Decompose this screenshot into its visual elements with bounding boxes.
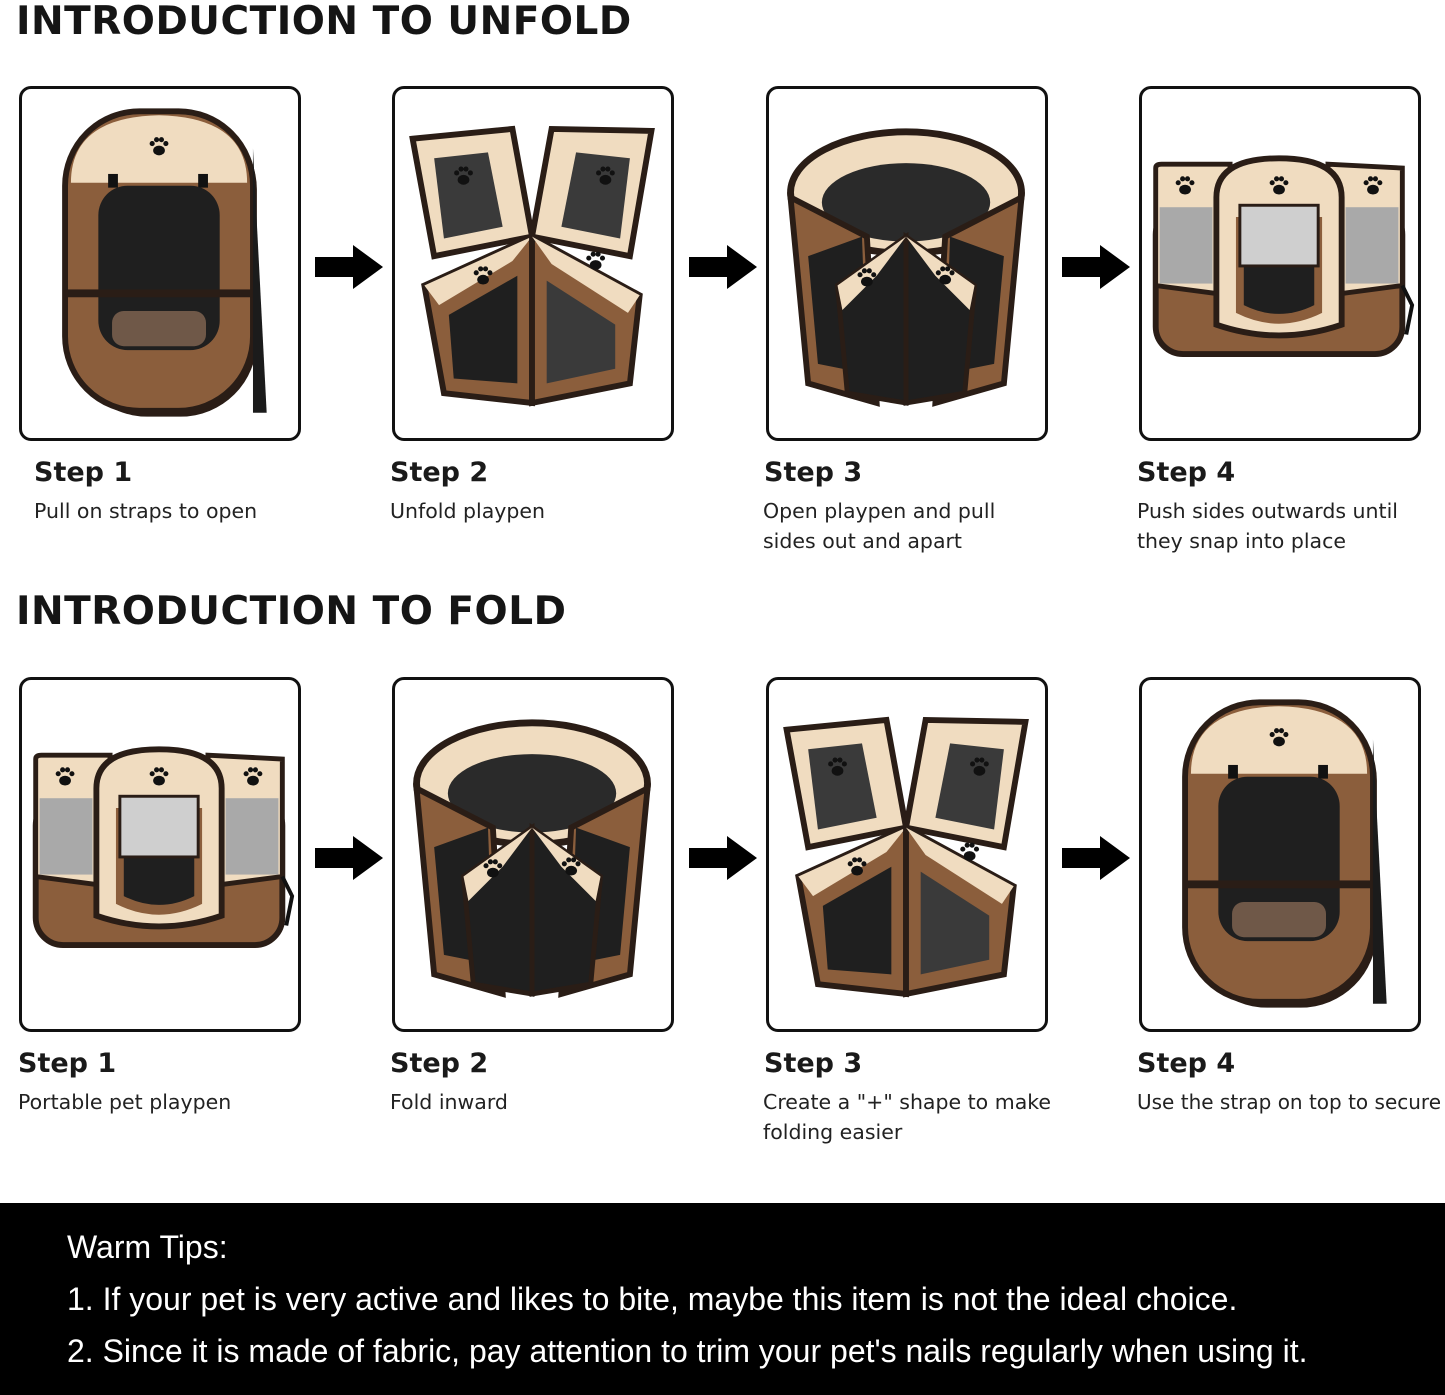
unfold-step4-image [1139,86,1421,441]
fold-step2-desc: Fold inward [390,1090,508,1114]
unfold-step2-desc: Unfold playpen [390,499,546,523]
unfold-title: INTRODUCTION TO UNFOLD [16,0,632,44]
arrow-right-icon [315,836,383,880]
arrow-right-icon [315,245,383,289]
fold-step2-title: Step 2 [390,1048,489,1079]
warm-tip-1: 1. If your pet is very active and likes … [67,1281,1238,1317]
fold-step2-image [392,677,674,1032]
unfold-step3-image [766,86,1048,441]
unfold-step1-desc: Pull on straps to open [34,499,258,523]
unfold-step2-image [392,86,674,441]
fold-step1-image [19,677,301,1032]
warm-tips-banner: Warm Tips: 1. If your pet is very active… [0,1203,1445,1395]
unfold-step2-title: Step 2 [390,457,489,488]
fold-title: INTRODUCTION TO FOLD [16,589,567,634]
unfold-step1-image [19,86,301,441]
fold-step4-image [1139,677,1421,1032]
warm-tip-2: 2. Since it is made of fabric, pay atten… [67,1333,1308,1369]
fold-step1-desc: Portable pet playpen [18,1090,232,1114]
arrow-right-icon [689,245,757,289]
fold-step3-image [766,677,1048,1032]
fold-step4-desc: Use the strap on top to secure [1137,1090,1442,1114]
arrow-right-icon [1062,245,1130,289]
arrow-right-icon [689,836,757,880]
fold-step3-title: Step 3 [764,1048,863,1079]
unfold-step3-title: Step 3 [764,457,863,488]
warm-tips-heading: Warm Tips: [67,1229,228,1265]
unfold-step1-title: Step 1 [34,457,133,488]
unfold-step4-title: Step 4 [1137,457,1236,488]
fold-step1-title: Step 1 [18,1048,117,1079]
arrow-right-icon [1062,836,1130,880]
fold-step4-title: Step 4 [1137,1048,1236,1079]
